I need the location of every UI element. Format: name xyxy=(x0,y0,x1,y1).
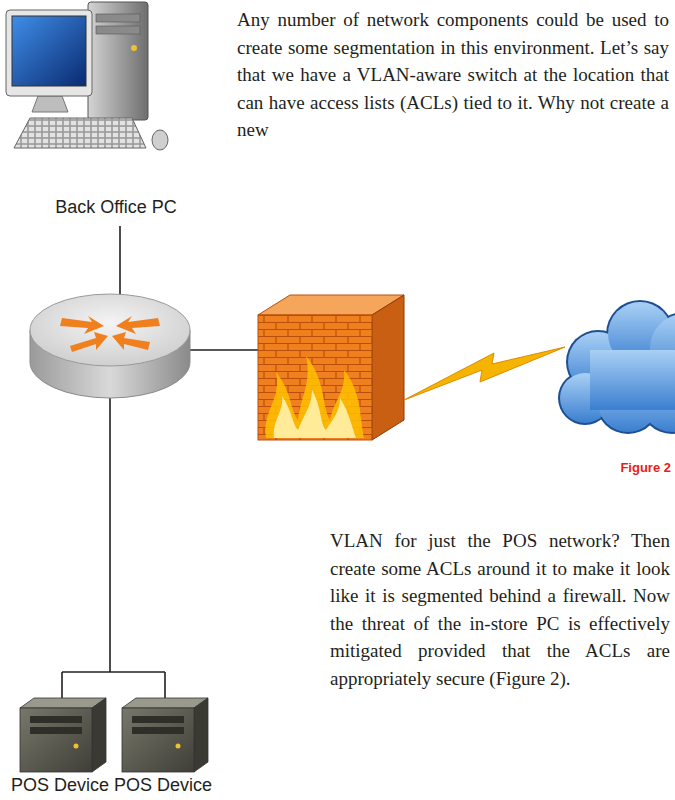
device-label: POS Device xyxy=(114,775,212,796)
device-label-box: POS Device xyxy=(8,774,112,797)
device-label-box: POS Device xyxy=(111,774,215,797)
device-label-box: Back Office PC xyxy=(52,196,180,219)
device-label: Back Office PC xyxy=(55,197,177,218)
figure-caption: Figure 2 xyxy=(620,460,671,475)
body-paragraph: VLAN for just the POS network? Then crea… xyxy=(330,527,670,692)
device-label: POS Device xyxy=(11,775,109,796)
body-paragraph: Any number of network components could b… xyxy=(237,6,669,144)
